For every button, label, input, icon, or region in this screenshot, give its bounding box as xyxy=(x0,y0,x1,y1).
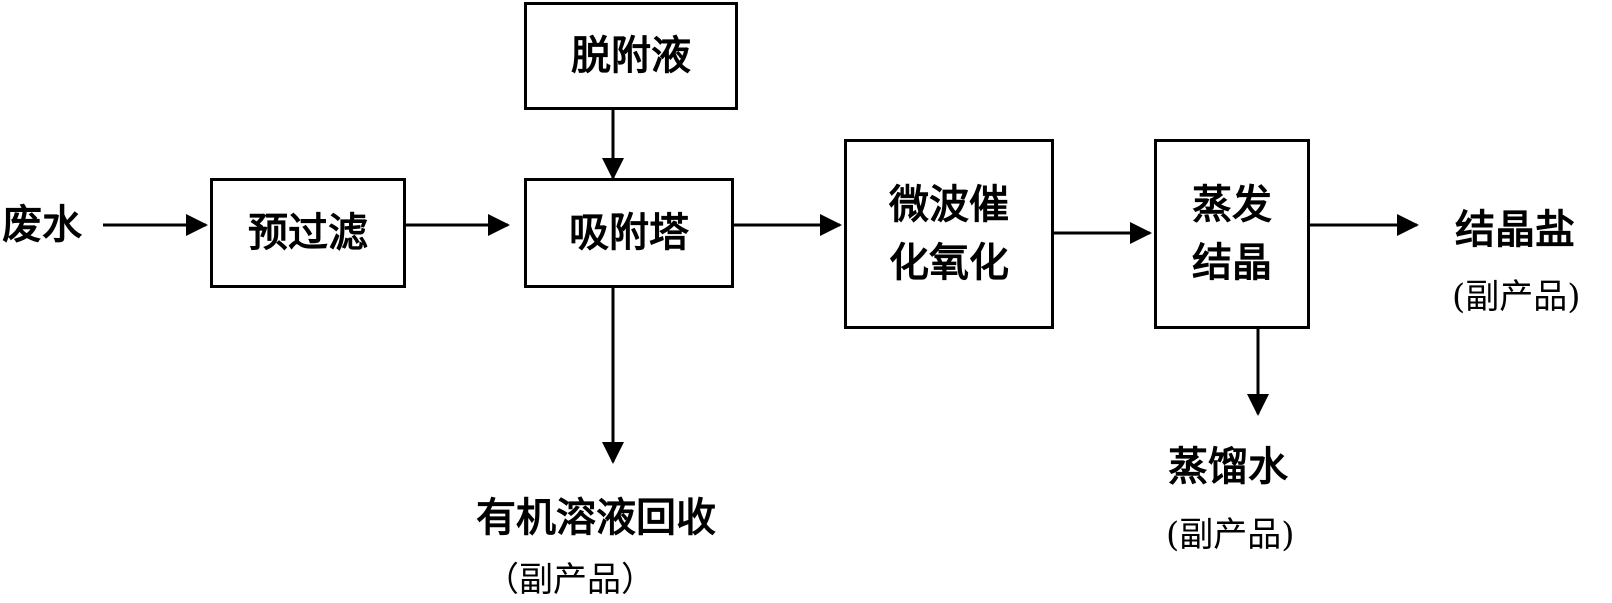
evaporation-crystallization-box: 蒸发 结晶 xyxy=(1154,139,1310,329)
crystal-salt-note: (副产品) xyxy=(1452,277,1581,317)
microwave-oxidation-box: 微波催 化氧化 xyxy=(844,139,1054,329)
adsorption-tower-label: 吸附塔 xyxy=(569,210,689,256)
desorption-liquid-box: 脱附液 xyxy=(524,2,738,110)
distilled-water-label: 蒸馏水 xyxy=(1168,444,1288,490)
microwave-label-line1: 微波催 xyxy=(889,182,1009,228)
arrowhead-salt xyxy=(1397,214,1419,236)
wastewater-label: 废水 xyxy=(2,202,82,248)
evaporation-label-line2: 结晶 xyxy=(1192,240,1272,286)
prefilter-box: 预过滤 xyxy=(210,178,406,288)
organic-recovery-note: （副产品） xyxy=(485,560,655,600)
crystal-salt-label: 结晶盐 xyxy=(1455,207,1575,253)
desorption-liquid-label: 脱附液 xyxy=(571,33,691,79)
arrowhead-evaporation xyxy=(1130,222,1152,244)
arrowhead-desorption-down xyxy=(602,158,624,180)
arrowhead-organic-down xyxy=(602,442,624,464)
evaporation-label-line1: 蒸发 xyxy=(1192,182,1272,228)
arrowhead-adsorption xyxy=(488,214,510,236)
adsorption-tower-box: 吸附塔 xyxy=(524,178,734,288)
distilled-water-note: (副产品) xyxy=(1166,515,1295,555)
arrowhead-microwave xyxy=(820,214,842,236)
arrowhead-prefilter xyxy=(186,214,208,236)
prefilter-label: 预过滤 xyxy=(248,210,368,256)
organic-recovery-label: 有机溶液回收 xyxy=(476,495,716,541)
microwave-label-line2: 化氧化 xyxy=(889,240,1009,286)
arrowhead-water-down xyxy=(1247,394,1269,416)
